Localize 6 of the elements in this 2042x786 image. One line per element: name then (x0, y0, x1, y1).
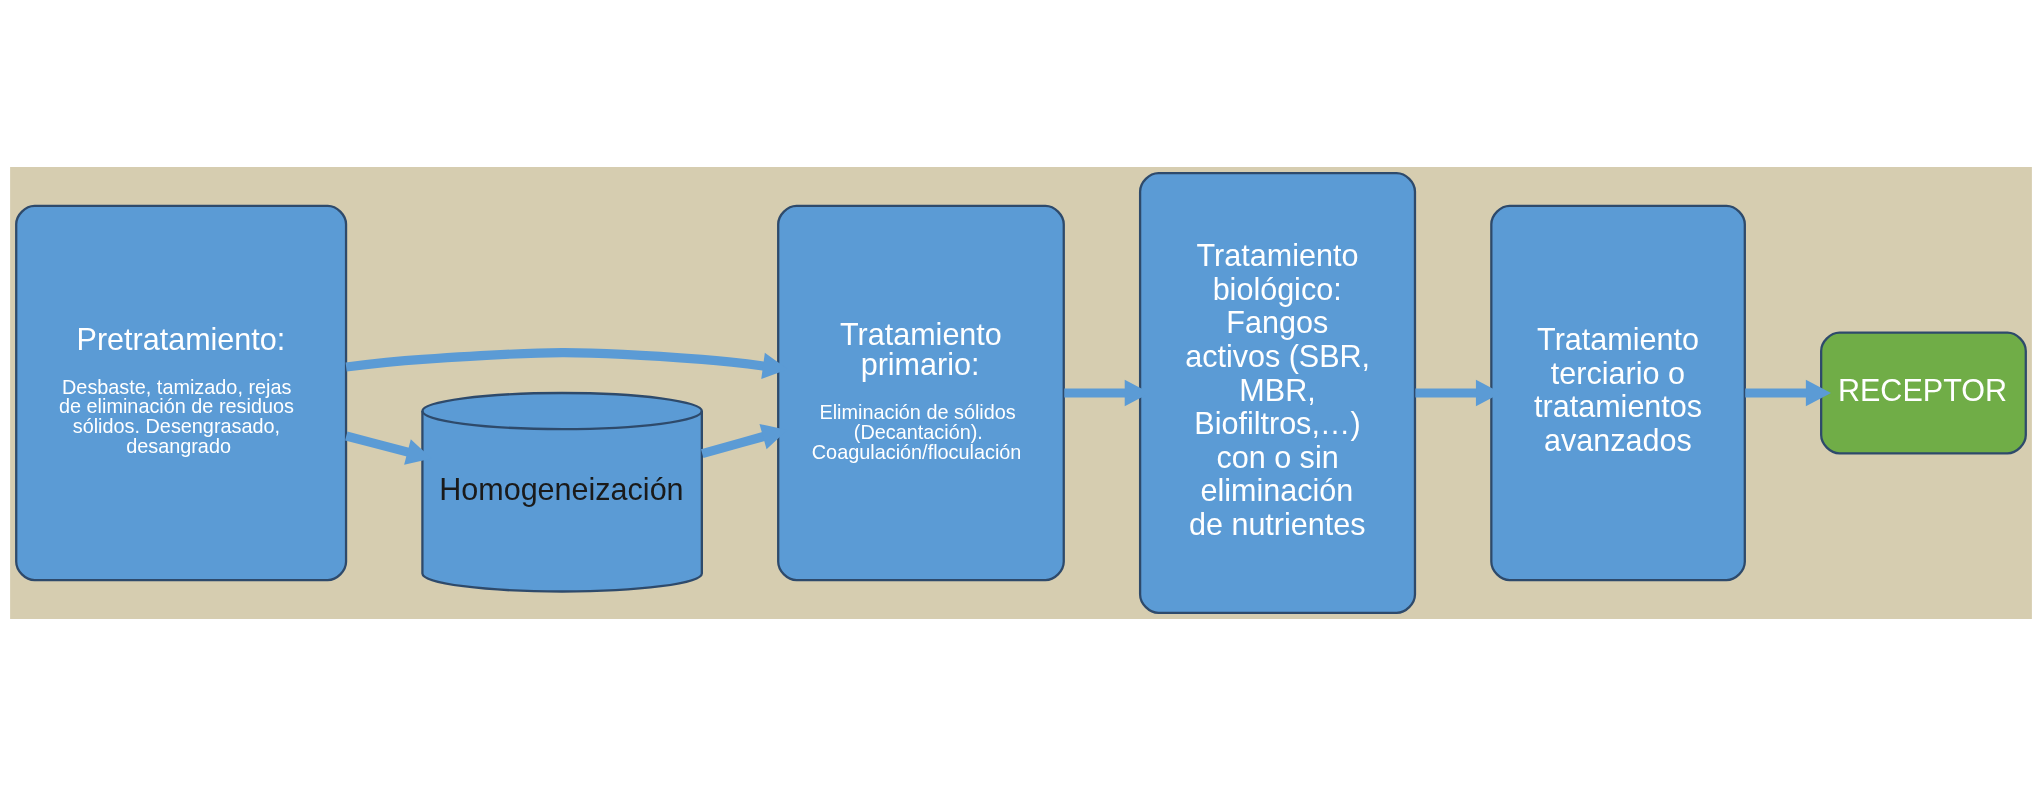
node-box: Tratamiento primario: Eliminación de sólidos (Decantación). Coagulación/floculación (777, 204, 1065, 582)
node-box: RECEPTOR (1820, 331, 2027, 455)
node-box: Pretratamiento: Desbaste, tamizado, rejas de eliminación de residuos sólidos. Desengrasado, desangrado (15, 204, 348, 582)
node-box: Tratamiento biológico: Fangos activos (SBR, MBR, Biofiltros,…) con o sin eliminación de nutrientes (1138, 171, 1417, 615)
arrow (1745, 379, 1831, 407)
node-box: Tratamiento terciario o tratamientos avanzados (1490, 204, 1746, 582)
